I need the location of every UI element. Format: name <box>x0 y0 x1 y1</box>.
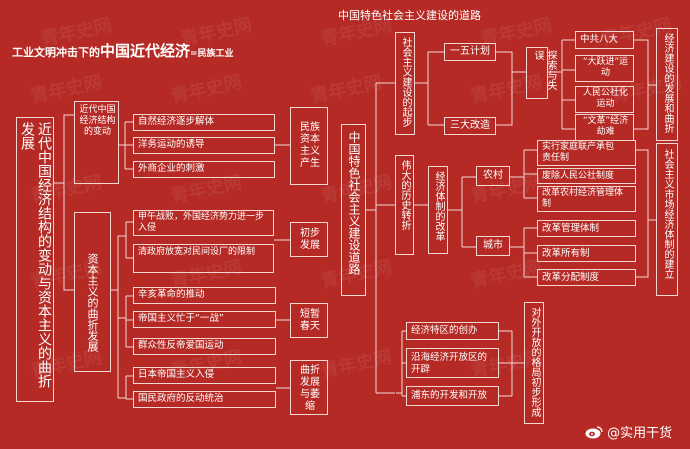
title-suffix: =民族工业 <box>190 49 234 59</box>
decline-cause-label: 国民政府的反动统治 <box>138 393 224 404</box>
spring-label: 短暂春天 <box>300 309 320 332</box>
market-economy-node: 社会主义市场经济体制的建立 <box>656 143 678 296</box>
development-twists-label: 经济建设的发展和曲折 <box>662 33 673 133</box>
opening-item-label: 浦东的开发和开放 <box>411 390 488 401</box>
root-node: 近代中国经济结构的变动与资本主义的曲折发展 <box>16 117 54 402</box>
factor-box: 自然经济逐步解体 <box>133 114 275 131</box>
five-year-label: 一五计划 <box>450 46 490 57</box>
opening-item-label: 沿海经济开放区的开辟 <box>411 352 488 375</box>
signature-text: @实用干货 <box>607 426 673 441</box>
rural-item-label: 改革农村经济管理体制 <box>542 188 624 209</box>
early-cause-box: 甲午战败，外国经济势力进一步入侵 <box>133 210 274 236</box>
early-dev-label: 初步发展 <box>300 228 320 251</box>
capitalism-twists-label: 资本主义的曲折发展 <box>86 253 99 352</box>
opening-node: 对外开放的格局初步形成 <box>524 302 544 424</box>
opening-item-label: 经济特区的创办 <box>411 325 478 336</box>
explore-item-label: 人民公社化运动 <box>582 88 628 109</box>
opening-label: 对外开放的格局初步形成 <box>529 307 540 417</box>
early-cause-label: 清政府放宽对民间设厂的限制 <box>138 247 256 257</box>
center-label: 中国特色社会主义建设道路 <box>347 131 361 275</box>
reform-label: 经济体制的改革 <box>433 171 444 241</box>
start-label: 社会主义建设的起步 <box>400 37 411 127</box>
structure-change-label: 近代中国经济结构的变动 <box>79 105 116 137</box>
urban-item-box: 改革管理体制 <box>537 220 636 237</box>
title-prefix: 工业文明冲击下的 <box>12 46 100 59</box>
urban-label: 城市 <box>483 240 503 251</box>
factor-label: 洋务运动的诱导 <box>138 139 205 150</box>
urban-item-box: 改革分配制度 <box>537 269 636 286</box>
reform-node: 经济体制的改革 <box>428 166 448 254</box>
decline-node: 曲折发展与萎缩 <box>290 360 328 415</box>
development-twists-node: 经济建设的发展和曲折 <box>656 28 678 141</box>
three-transform-box: 三大改造 <box>444 117 496 135</box>
turn-node: 伟大的历史转折 <box>395 155 414 255</box>
center-node: 中国特色社会主义建设道路 <box>341 124 366 296</box>
urban-item-label: 改革管理体制 <box>542 223 600 234</box>
rural-item-label: 实行家庭联产承包责任制 <box>542 142 615 163</box>
early-cause-box: 清政府放宽对民间设厂的限制 <box>133 244 274 273</box>
page-title: 工业文明冲击下的中国近代经济=民族工业 <box>12 40 234 61</box>
signature: @实用干货 <box>585 422 672 441</box>
urban-item-label: 改革分配制度 <box>542 272 600 283</box>
rural-item-label: 废除人民公社制度 <box>542 171 615 181</box>
explore-item-label: “大跃进”运动 <box>582 57 629 78</box>
spring-cause-box: 帝国主义忙于“一战” <box>133 311 276 328</box>
spring-node: 短暂春天 <box>290 303 328 338</box>
turn-label: 伟大的历史转折 <box>399 160 410 230</box>
three-transform-label: 三大改造 <box>450 120 490 131</box>
five-year-box: 一五计划 <box>444 43 496 61</box>
rural-node: 农村 <box>476 166 510 186</box>
explore-item-box: “文革”经济劫难 <box>575 114 634 141</box>
spring-cause-box: 群众性反帝爱国运动 <box>133 338 276 355</box>
market-economy-label: 社会主义市场经济体制的建立 <box>662 149 673 279</box>
factor-box: 外商企业的刺激 <box>133 161 275 178</box>
opening-item-box: 浦东的开发和开放 <box>406 386 499 406</box>
spring-cause-label: 群众性反帝爱国运动 <box>138 340 224 351</box>
title-main: 中国近代经济 <box>100 42 191 60</box>
factor-label: 自然经济逐步解体 <box>138 116 215 127</box>
rural-label: 农村 <box>483 170 503 181</box>
start-node: 社会主义建设的起步 <box>395 32 415 135</box>
explore-node: 探索与失误 <box>526 47 556 99</box>
explore-item-label: “文革”经济劫难 <box>582 116 629 137</box>
opening-item-box: 沿海经济开放区的开辟 <box>406 348 499 378</box>
rural-item-box: 改革农村经济管理体制 <box>537 186 636 212</box>
explore-item-box: “大跃进”运动 <box>575 55 634 82</box>
decline-cause-box: 国民政府的反动统治 <box>133 391 276 408</box>
capitalism-twists-node: 资本主义的曲折发展 <box>74 212 111 372</box>
urban-item-label: 改革所有制 <box>542 248 590 259</box>
root-label: 近代中国经济结构的变动与资本主义的曲折发展 <box>19 122 52 388</box>
factor-box: 洋务运动的诱导 <box>133 137 275 154</box>
urban-item-box: 改革所有制 <box>537 245 636 262</box>
decline-label: 曲折发展与萎缩 <box>300 365 320 412</box>
explore-item-label: 中共八大 <box>580 34 619 45</box>
weibo-logo-icon <box>585 425 603 439</box>
early-cause-label: 甲午战败，外国经济势力进一步入侵 <box>138 212 265 233</box>
opening-item-box: 经济特区的创办 <box>406 322 499 340</box>
explore-item-box: 人民公社化运动 <box>575 86 634 113</box>
rural-item-box: 实行家庭联产承包责任制 <box>537 140 636 166</box>
birth-node: 民族资本主义产生 <box>290 107 328 185</box>
decline-cause-label: 日本帝国主义入侵 <box>138 369 215 380</box>
spring-cause-label: 辛亥革命的推动 <box>138 289 205 300</box>
birth-label: 民族资本主义产生 <box>300 122 320 169</box>
spring-cause-box: 辛亥革命的推动 <box>133 287 276 304</box>
explore-label: 探索与失误 <box>532 50 556 90</box>
factor-label: 外商企业的刺激 <box>138 163 205 174</box>
early-dev-node: 初步发展 <box>290 222 328 257</box>
urban-node: 城市 <box>476 236 510 256</box>
right-title: 中国特色社会主义建设的道路 <box>338 9 481 22</box>
spring-cause-label: 帝国主义忙于“一战” <box>138 313 224 324</box>
explore-item-box: 中共八大 <box>575 31 634 49</box>
rural-item-box: 废除人民公社制度 <box>537 168 636 184</box>
structure-change-node: 近代中国经济结构的变动 <box>74 101 119 184</box>
decline-cause-box: 日本帝国主义入侵 <box>133 367 276 384</box>
